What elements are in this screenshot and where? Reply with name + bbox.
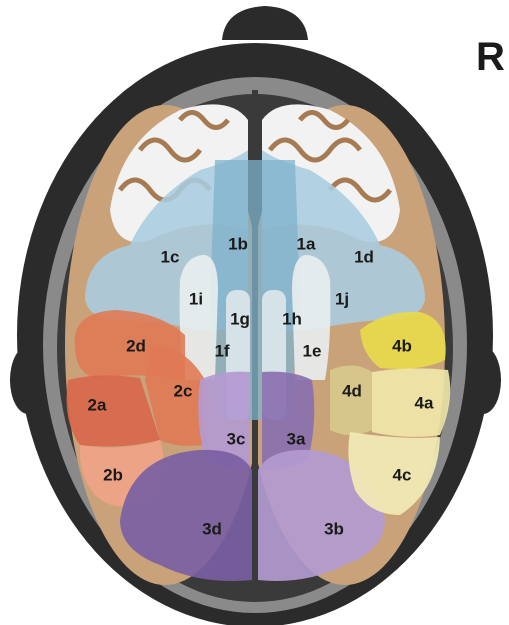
label-3a: 3a bbox=[287, 429, 306, 448]
label-3c: 3c bbox=[227, 429, 246, 448]
label-4a: 4a bbox=[415, 393, 434, 412]
nose-bump bbox=[222, 6, 308, 40]
label-1i: 1i bbox=[189, 289, 203, 308]
label-1j: 1j bbox=[335, 289, 349, 308]
label-1f: 1f bbox=[214, 341, 229, 360]
label-4d: 4d bbox=[342, 381, 362, 400]
label-1a: 1a bbox=[297, 234, 316, 253]
label-2a: 2a bbox=[88, 395, 107, 414]
label-2b: 2b bbox=[103, 465, 123, 484]
label-2c: 2c bbox=[174, 381, 193, 400]
label-1h: 1h bbox=[282, 309, 302, 328]
label-2d: 2d bbox=[126, 336, 146, 355]
region-4a-area bbox=[372, 368, 450, 437]
label-1g: 1g bbox=[230, 309, 250, 328]
label-1e: 1e bbox=[303, 341, 322, 360]
orientation-marker-r: R bbox=[476, 35, 505, 79]
label-1d: 1d bbox=[354, 247, 374, 266]
label-4b: 4b bbox=[392, 336, 412, 355]
label-4c: 4c bbox=[393, 465, 412, 484]
label-3d: 3d bbox=[202, 519, 222, 538]
label-3b: 3b bbox=[324, 519, 344, 538]
label-1b: 1b bbox=[228, 234, 248, 253]
label-1c: 1c bbox=[161, 247, 180, 266]
